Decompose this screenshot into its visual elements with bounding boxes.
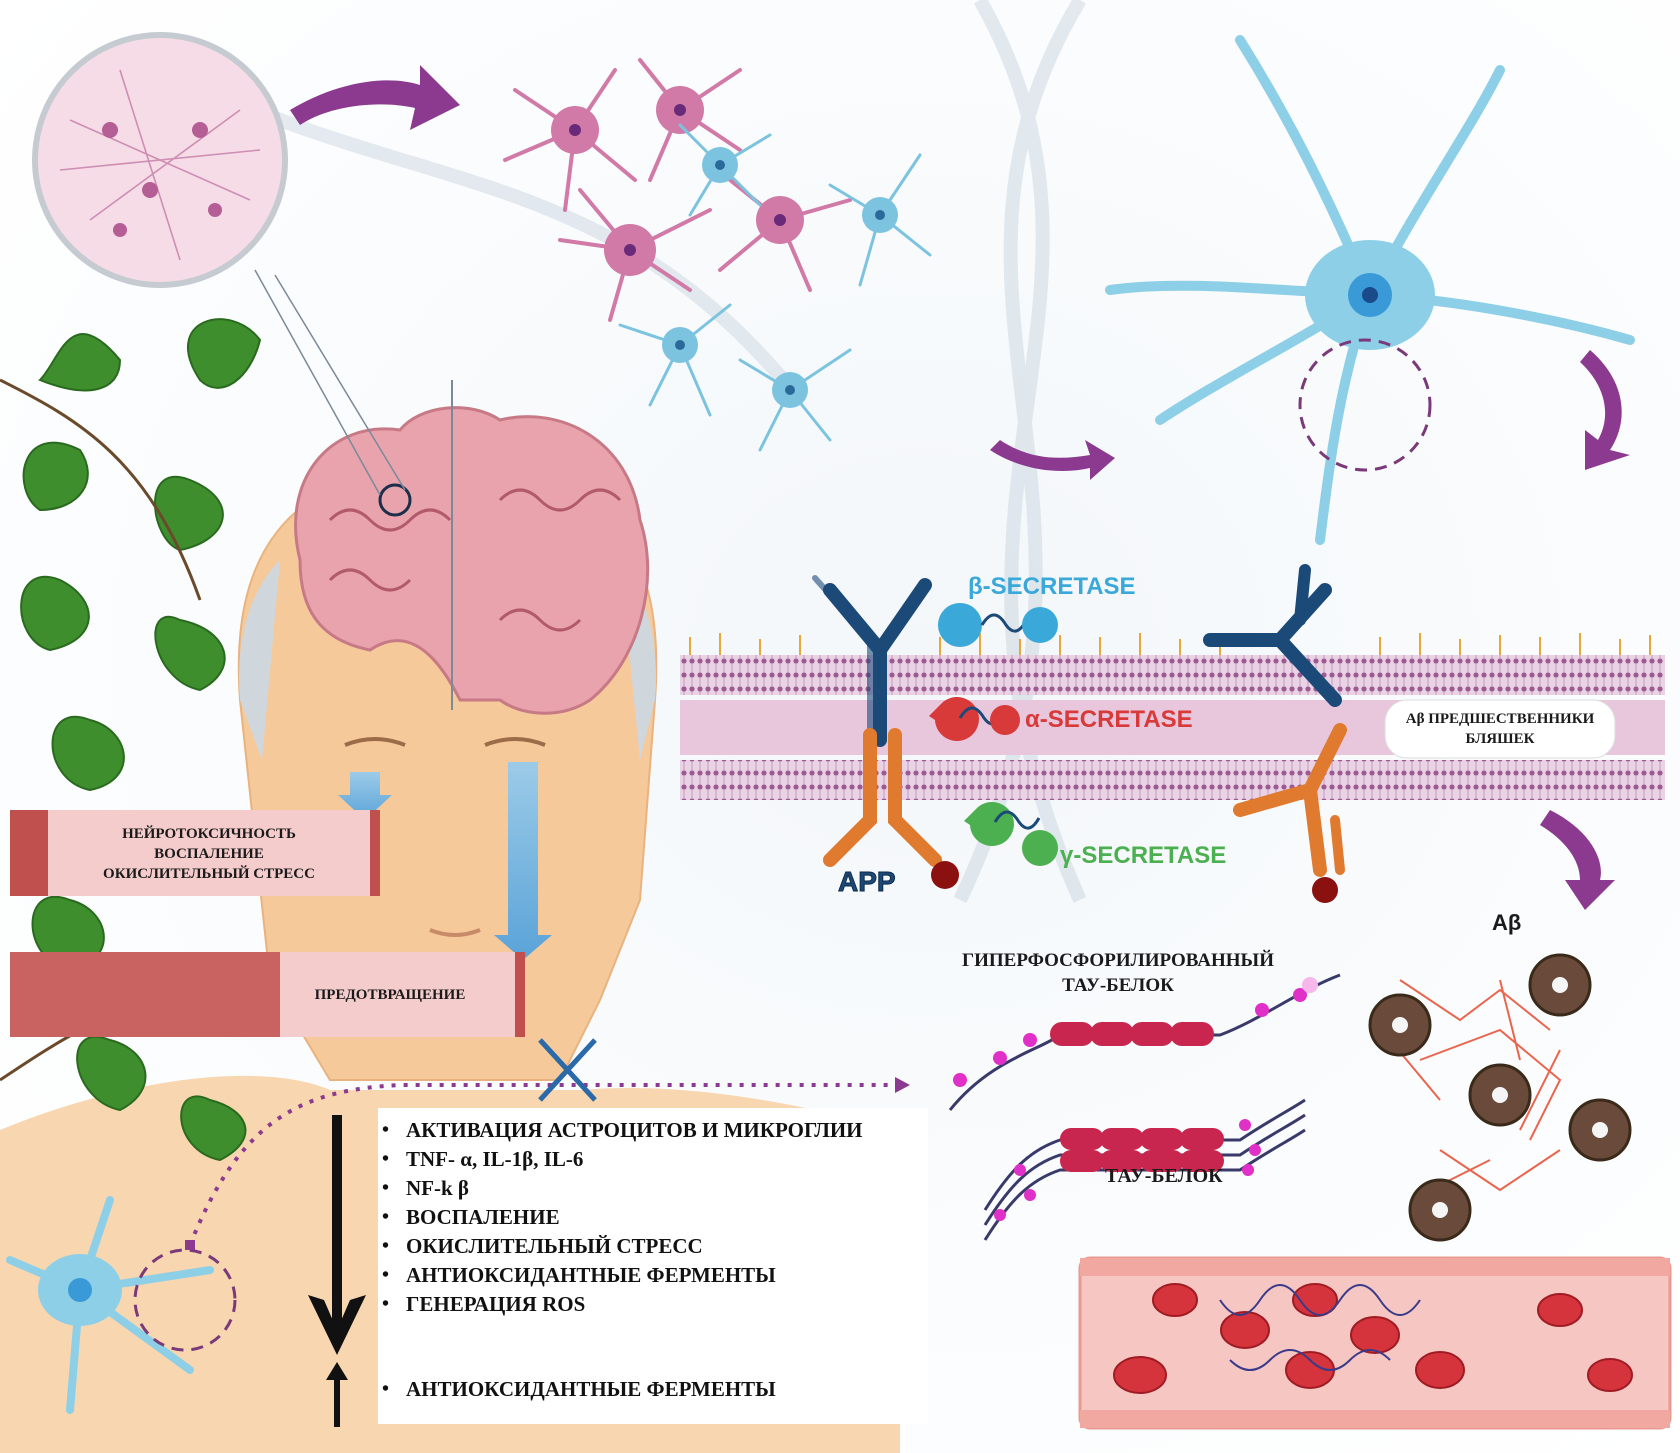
blood-vessel [1078, 1256, 1672, 1430]
normal-tau [983, 1098, 1306, 1241]
hyper-tau-label: ГИПЕРФОСФОРИЛИРОВАННЫЙ ТАУ-БЕЛОК [948, 948, 1288, 998]
hyper-tau-line-2: ТАУ-БЕЛОК [1062, 975, 1174, 996]
box1-line-3: ОКИСЛИТЕЛЬНЫЙ СТРЕСС [103, 866, 315, 882]
beta-secretase-label: β-SECRETASE [968, 573, 1136, 600]
effect-item: АКТИВАЦИЯ АСТРОЦИТОВ И МИКРОГЛИИ [378, 1116, 928, 1145]
ab-label: Aβ [1492, 910, 1522, 935]
alpha-secretase-label: α-SECRETASE [1025, 706, 1193, 733]
box1-line-1: НЕЙРОТОКСИЧНОСТЬ [122, 826, 296, 842]
effect-item: NF-k β [378, 1174, 928, 1203]
gamma-secretase-label: γ-SECRETASE [1060, 842, 1227, 869]
effect-item: АНТИОКСИДАНТНЫЕ ФЕРМЕНТЫ [378, 1261, 928, 1290]
app-label: APP [838, 866, 897, 898]
blue-arrow-long [494, 762, 552, 960]
effect-item: ГЕНЕРАЦИЯ ROS [378, 1290, 928, 1319]
hyperphosphorylated-tau [948, 973, 1341, 1111]
normal-tau-label: ТАУ-БЕЛОК [1105, 1165, 1223, 1187]
alpha-secretase-enzyme [929, 696, 1020, 741]
amyloid-plaques [1368, 953, 1632, 1242]
effects-list-panel: АКТИВАЦИЯ АСТРОЦИТОВ И МИКРОГЛИИ TNF- α,… [378, 1108, 928, 1424]
precursor-protein [1203, 564, 1347, 903]
down-up-arrows [308, 1115, 366, 1427]
neuron-cluster [503, 58, 932, 452]
brain-illustration [254, 269, 650, 715]
purple-flow-arrows [290, 65, 1630, 910]
ab-precursors-label: Aβ ПРЕДШЕСТВЕННИКИ БЛЯШЕК [1385, 700, 1615, 758]
effect-item: ОКИСЛИТЕЛЬНЫЙ СТРЕСС [378, 1232, 928, 1261]
effects-list: АКТИВАЦИЯ АСТРОЦИТОВ И МИКРОГЛИИ TNF- α,… [378, 1108, 928, 1404]
ab-precursors-line-1: Aβ ПРЕДШЕСТВЕННИКИ [1405, 711, 1595, 727]
block-x-mark [538, 1038, 597, 1102]
large-neuron [1105, 35, 1635, 545]
beta-secretase-enzyme [938, 603, 1058, 647]
microscope-view-circle [32, 32, 288, 288]
blue-arrow-short [338, 772, 392, 820]
ab-precursors-line-2: БЛЯШЕК [1465, 731, 1535, 747]
prevention-label: ПРЕДОТВРАЩЕНИЕ [314, 986, 466, 1003]
effect-item-up: АНТИОКСИДАНТНЫЕ ФЕРМЕНТЫ [378, 1375, 928, 1404]
effect-item: ВОСПАЛЕНИЕ [378, 1203, 928, 1232]
hyper-tau-line-1: ГИПЕРФОСФОРИЛИРОВАННЫЙ [962, 950, 1274, 971]
box1-line-2: ВОСПАЛЕНИЕ [154, 846, 264, 862]
box-prevention-text: ПРЕДОТВРАЩЕНИЕ [260, 955, 520, 1035]
box-neurotoxicity-text: НЕЙРОТОКСИЧНОСТЬ ВОСПАЛЕНИЕ ОКИСЛИТЕЛЬНЫ… [48, 815, 370, 893]
small-neuron-bottom [6, 1077, 910, 1414]
box-neurotox-bg [10, 810, 380, 896]
precursor-label-bg [1384, 699, 1616, 759]
gamma-secretase-enzyme [964, 801, 1058, 866]
effect-item: TNF- α, IL-1β, IL-6 [378, 1145, 928, 1174]
app-protein [812, 575, 959, 889]
